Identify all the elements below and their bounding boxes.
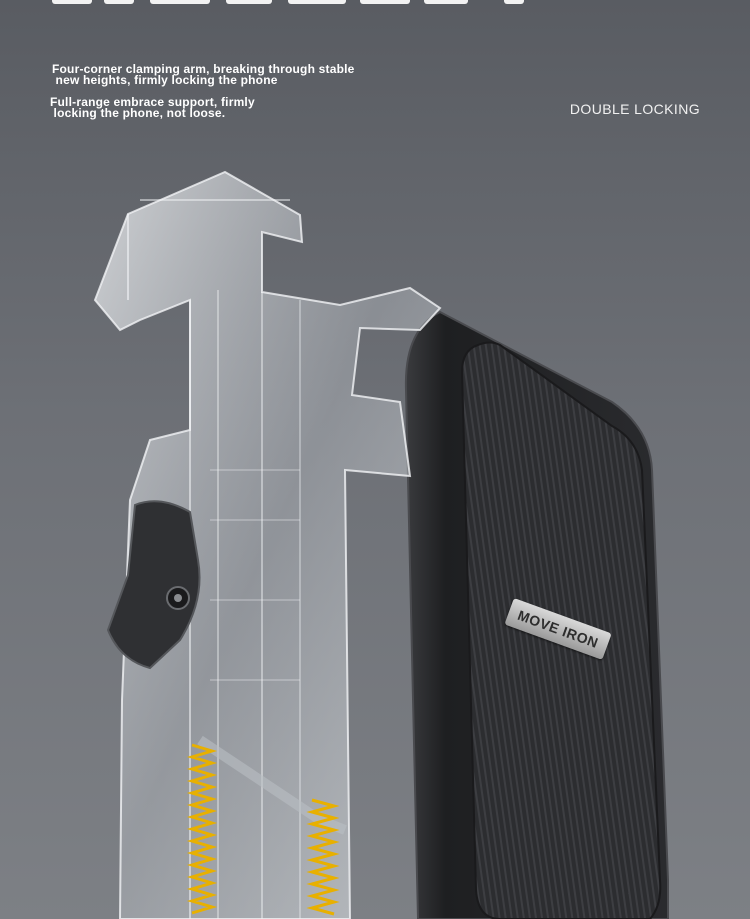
- feature-tag: DOUBLE LOCKING: [569, 101, 700, 117]
- cropped-headline: [0, 0, 750, 4]
- spring-right: [306, 798, 340, 916]
- transparent-clamp: [93, 170, 442, 919]
- description-line-1: Four-corner clamping arm, breaking throu…: [52, 62, 355, 87]
- description-line-2: Full-range embrace support, firmly locki…: [50, 95, 255, 120]
- lock-latch: [106, 500, 201, 670]
- spring-left: [186, 743, 218, 915]
- feature-description: Four-corner clamping arm, breaking throu…: [50, 62, 412, 120]
